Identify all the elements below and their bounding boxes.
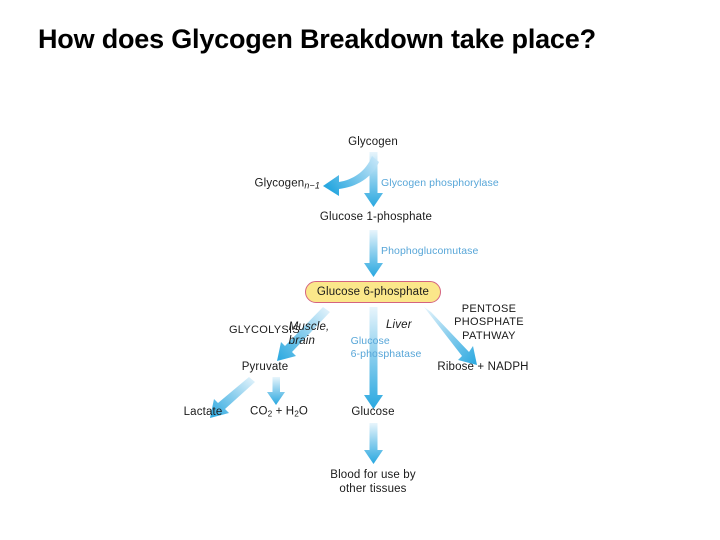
glycogen-n-subscript: n−1 (304, 180, 320, 191)
node-glycogen: Glycogen (348, 136, 398, 148)
glycogen-n-base: Glycogen (254, 177, 305, 190)
arrow-pyruvate-to-co2-water (267, 377, 285, 405)
arrow-pyruvate-to-lactate (210, 377, 255, 418)
label-glycolysis: GLYCOLYSIS (228, 324, 300, 336)
label-glucose-6-phosphatase: Glucose 6-phosphatase (350, 335, 422, 360)
arrow-glycogen-to-g1p (364, 152, 383, 207)
node-co2-water: CO2 + H2O (250, 405, 308, 418)
co2-subscript: 2 (267, 409, 273, 419)
node-ribose-nadph: Ribose + NADPH (437, 361, 529, 373)
arrow-g1p-to-g6p (364, 230, 383, 277)
page-title: How does Glycogen Breakdown take place? (38, 24, 596, 54)
co2-c: CO (250, 405, 268, 418)
arrow-glucose-to-blood (364, 423, 383, 464)
arrow-branch-glycogen-n-minus-1 (323, 156, 379, 196)
arrow-g6p-to-ribose-nadph (424, 307, 477, 365)
label-muscle-brain: Muscle, brain (288, 320, 330, 347)
node-glycogen-n-minus-1: Glycogenn−1 (255, 177, 320, 190)
label-phosphoglucomutase: Phophoglucomutase (381, 245, 479, 257)
node-blood-other-tissues: Blood for use by other tissues (330, 468, 416, 495)
label-glycogen-phosphorylase: Glycogen phosphorylase (381, 177, 499, 189)
node-lactate: Lactate (183, 406, 223, 418)
arrow-g6p-to-pyruvate (277, 307, 330, 361)
node-glucose: Glucose (351, 406, 395, 418)
water-subscript: 2 (294, 409, 299, 419)
water-o: O (298, 405, 308, 418)
arrow-g6p-to-glucose (364, 307, 383, 409)
node-glucose-6-phosphate: Glucose 6-phosphate (305, 281, 441, 303)
node-pyruvate: Pyruvate (241, 361, 289, 373)
co2-water-plus: + H (272, 405, 295, 418)
node-glucose-1-phosphate: Glucose 1-phosphate (319, 211, 433, 223)
label-pentose-phosphate-pathway: PENTOSE PHOSPHATE PATHWAY (454, 302, 524, 342)
label-liver: Liver (386, 319, 412, 331)
